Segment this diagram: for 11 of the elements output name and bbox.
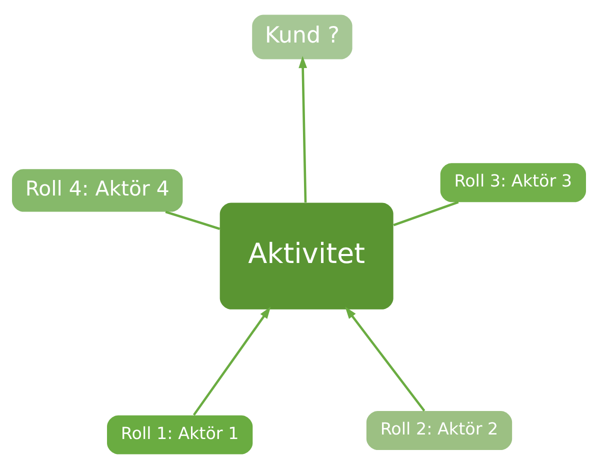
connector (393, 200, 459, 226)
arrow (298, 55, 308, 202)
connector (165, 210, 220, 230)
node-box: Aktivitet (220, 202, 394, 309)
node-box: Roll 4: Aktör 4 (12, 168, 183, 212)
arrow (192, 306, 271, 416)
node-box: Roll 1: Aktör 1 (107, 414, 253, 454)
node-box: Roll 2: Aktör 2 (366, 410, 512, 450)
node-box: Roll 3: Aktör 3 (440, 162, 586, 202)
arrow (345, 306, 426, 412)
node-box: Kund ? (252, 14, 352, 59)
